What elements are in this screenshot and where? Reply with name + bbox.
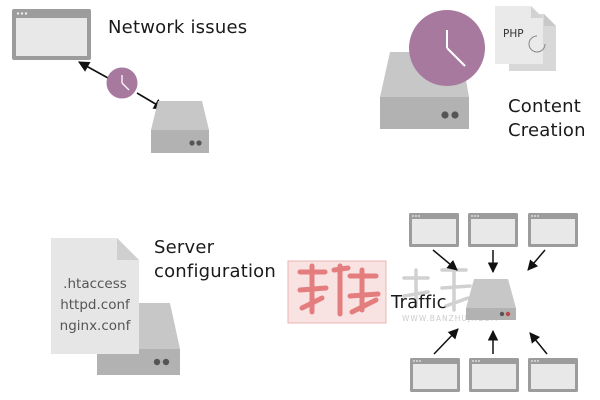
server-icon [466,279,516,320]
traffic-arrows [432,249,548,355]
config-document-icon [51,238,139,354]
traffic-arrow [432,249,458,271]
watermark-site: WWW.BANZHUJI.COM [402,314,498,323]
php-document-icon: PHP [495,6,556,71]
clock-icon [106,67,138,99]
traffic-browser-windows [409,213,578,392]
browser-window-icon [12,9,91,60]
traffic-arrow [433,328,459,355]
server-configuration-label-line2: configuration [154,261,276,282]
traffic-label: Traffic [391,292,447,313]
network-issues-group [12,9,209,153]
traffic-arrow [527,249,546,271]
config-file-httpd: httpd.conf [60,297,130,313]
php-doc-label: PHP [503,28,524,40]
arrow-to-browser [78,61,109,79]
traffic-arrow [529,332,548,355]
browser-window-icon [409,213,459,247]
server-configuration-group [51,238,180,375]
watermark-seal: WWW.BANZHUJI.COM [287,260,498,324]
browser-window-icon [469,358,519,392]
browser-window-icon [468,213,518,247]
browser-window-icon [528,213,578,247]
content-creation-group: PHP [380,6,556,129]
config-file-list: .htaccess httpd.conf nginx.conf [51,274,139,337]
server-configuration-label-line1: Server [154,237,215,258]
content-creation-label-line2: Creation [508,120,586,141]
traffic-group [409,213,578,392]
clock-icon [409,10,485,86]
content-creation-label-line1: Content [508,96,581,117]
network-issues-label: Network issues [108,17,248,38]
server-icon [151,101,209,153]
config-file-nginx: nginx.conf [59,318,131,334]
browser-window-icon [528,358,578,392]
browser-window-icon [410,358,460,392]
config-file-htaccess: .htaccess [63,276,127,292]
